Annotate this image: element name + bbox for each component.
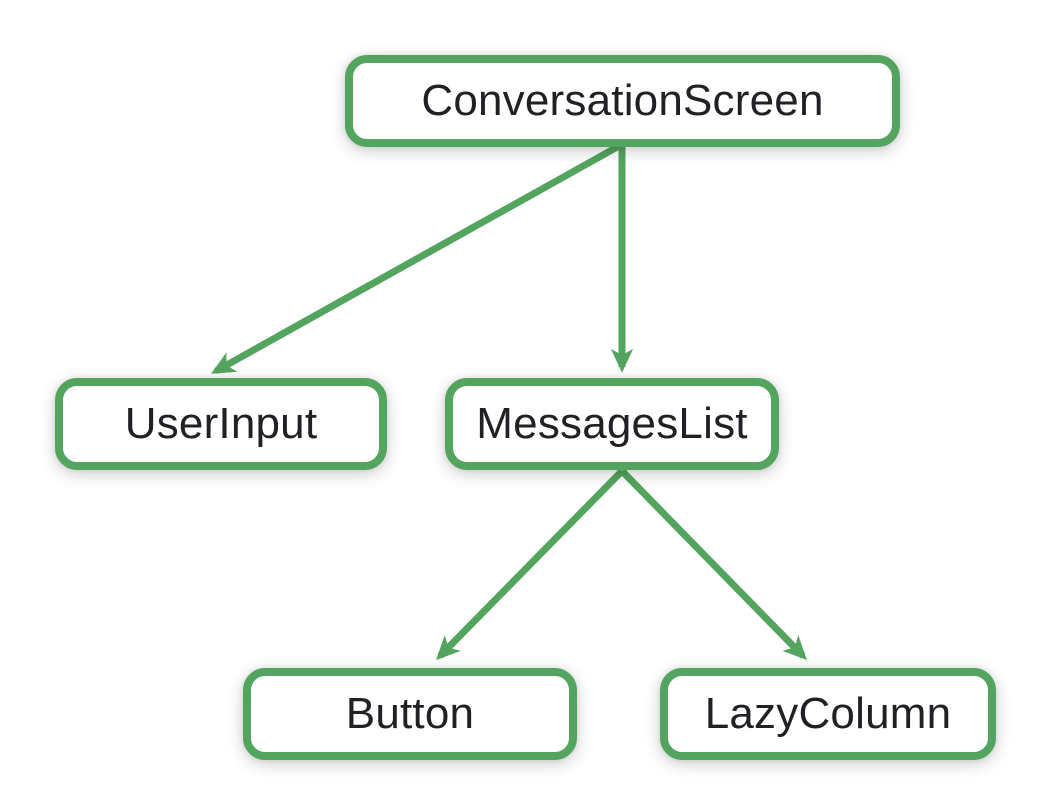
edge-messageslist-button: [436, 468, 625, 660]
node-label: LazyColumn: [704, 689, 952, 738]
node-conversation-screen: ConversationScreen: [345, 55, 900, 147]
node-lazy-column: LazyColumn: [660, 668, 996, 760]
node-button: Button: [243, 668, 577, 760]
node-label: Button: [345, 689, 475, 738]
edge-messageslist-lazycolumn: [619, 468, 807, 661]
node-user-input: UserInput: [55, 378, 387, 470]
edge-conversationscreen-userinput: [211, 142, 621, 375]
node-messages-list: MessagesList: [445, 378, 779, 470]
node-label: UserInput: [124, 399, 318, 448]
node-label: ConversationScreen: [421, 76, 824, 125]
node-label: MessagesList: [476, 399, 748, 448]
